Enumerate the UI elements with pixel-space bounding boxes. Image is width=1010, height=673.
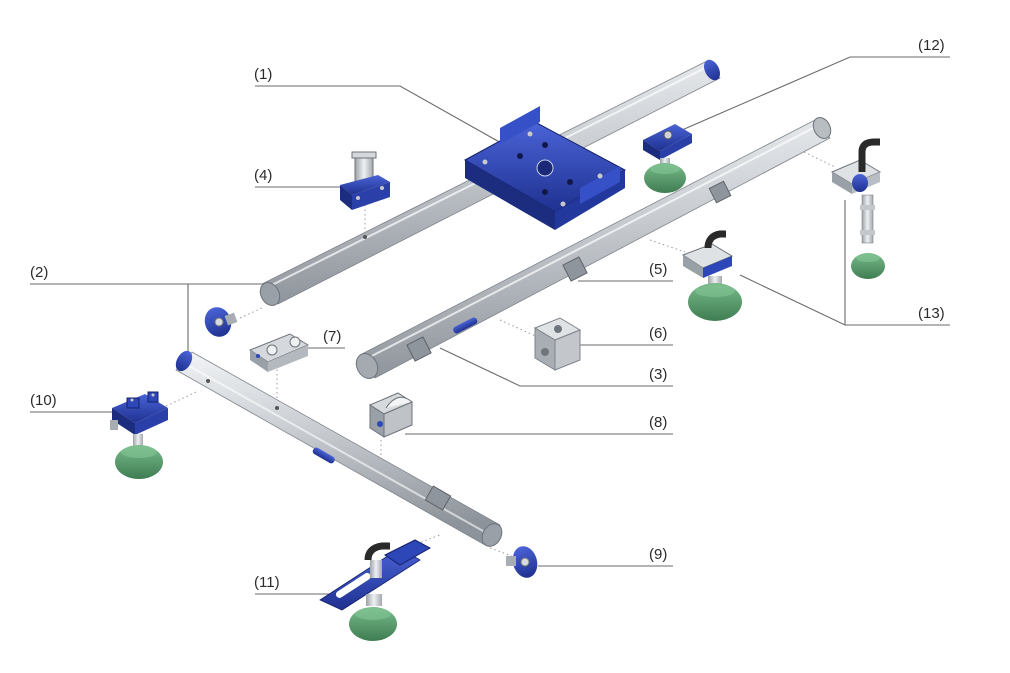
end-cap-blue <box>704 59 720 81</box>
square-connector-block <box>533 317 582 371</box>
leader-line-1 <box>255 85 511 149</box>
suction-cup-vertical-right <box>830 138 885 279</box>
tube-connector-3 <box>406 336 432 362</box>
callout-label-5: (5) <box>649 261 667 278</box>
suction-cup-clamp-left <box>110 391 168 479</box>
tube-connector-top <box>708 180 732 204</box>
leader-line-12 <box>681 56 950 131</box>
callout-label-3: (3) <box>649 366 667 383</box>
callout-label-12: (12) <box>918 37 945 54</box>
callout-label-10: (10) <box>30 392 57 409</box>
callout-label-13: (13) <box>918 305 945 322</box>
leader-line-3 <box>439 347 673 387</box>
mounting-plate <box>463 106 627 230</box>
callout-label-8: (8) <box>649 414 667 431</box>
end-cap-blue-lower <box>175 350 193 372</box>
callout-label-6: (6) <box>649 325 667 342</box>
profile-tube-lower <box>175 350 503 547</box>
clamp-element <box>368 392 414 438</box>
suction-cup-clamp-top <box>643 124 692 193</box>
clamp-with-fitting <box>340 151 390 210</box>
tube-connector-lower <box>424 485 452 511</box>
callout-label-9: (9) <box>649 546 667 563</box>
callout-label-7: (7) <box>323 328 341 345</box>
callout-labels: (1) (2) (3) (4) (5) (6) (7) (8) (9) (10)… <box>30 37 945 591</box>
callout-label-2: (2) <box>30 264 48 281</box>
callout-label-4: (4) <box>254 167 272 184</box>
end-cap-upper-left <box>204 307 238 337</box>
suction-cup-fitting-middle <box>681 230 742 321</box>
slotted-bracket-suction-cup <box>319 539 432 641</box>
double-clamp <box>248 333 310 372</box>
callout-label-1: (1) <box>254 66 272 83</box>
tube-connector-5 <box>562 256 588 282</box>
profile-tube-middle <box>355 117 832 379</box>
leader-lines <box>30 56 950 595</box>
end-cap-lower-right <box>506 546 538 578</box>
callout-label-11: (11) <box>254 574 280 591</box>
